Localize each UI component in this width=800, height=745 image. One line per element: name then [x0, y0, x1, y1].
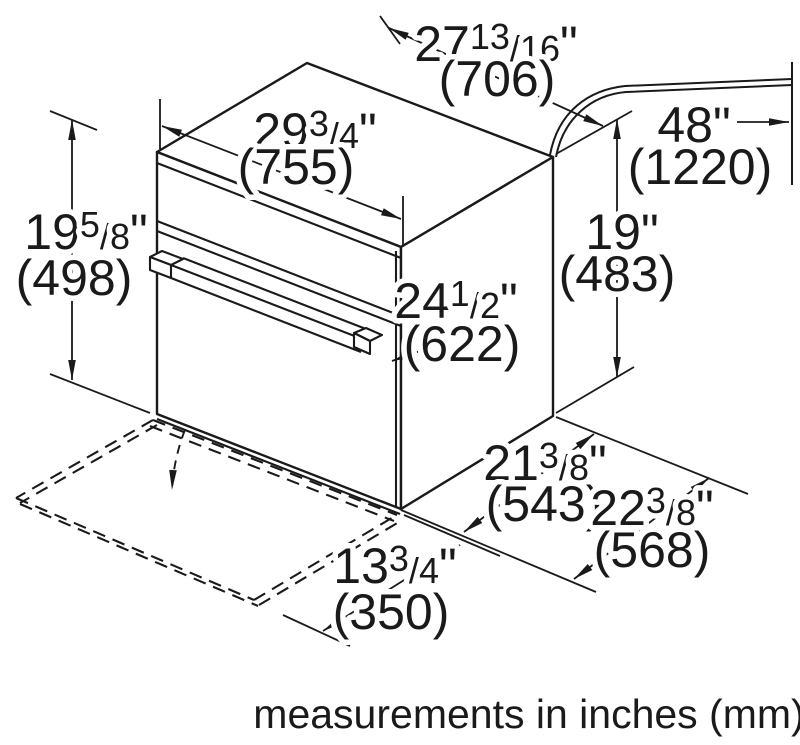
dim-label-bottom-depth-inches: 213/8": [483, 435, 606, 491]
dim-label-height-right-mm: (483): [559, 246, 676, 302]
door-handle-bar: [170, 264, 371, 343]
dim-label-handle-width-mm: (622): [404, 316, 521, 372]
dim-handle-width-leader: [391, 345, 435, 362]
door-top-edge-lower: [156, 230, 402, 327]
handle-bracket-right-front: [352, 331, 372, 356]
dim-label-total-depth-mm: (568): [594, 522, 711, 578]
dim-label-top-depth-mm: (706): [439, 51, 556, 107]
dim-label-height-right-inches: 19": [585, 204, 658, 260]
door-handle: [148, 249, 384, 356]
dim-label-width-inches: 293/4": [253, 103, 376, 159]
dim-label-height-left-mm: (498): [16, 250, 133, 306]
dim-total-depth: [573, 477, 710, 580]
dim-bottom-depth: [463, 433, 595, 533]
dim-label-top-depth-inches: 2713/16": [414, 16, 577, 72]
dim-door-projection: [322, 544, 461, 632]
dim-top-depth: [388, 27, 604, 127]
dim-label-cord-mm: (1220): [628, 139, 773, 195]
units-note: measurements in inches (mm): [253, 691, 800, 737]
dim-label-door-projection-mm: (350): [333, 584, 450, 640]
door-handle-bar: [182, 257, 367, 330]
door-bottom-edge: [156, 418, 401, 515]
oven-side-face: [399, 155, 555, 511]
dim-width: [161, 125, 402, 220]
dim-label-width-mm: (755): [238, 139, 355, 195]
door-top-edge-upper: [156, 220, 402, 317]
dim-label-height-left-inches: 195/8": [24, 204, 147, 260]
door-handle-bar: [170, 277, 362, 353]
door-open-outline: [15, 419, 400, 607]
door-swing-arrow: [169, 373, 217, 491]
dim-label-bottom-depth-mm: (543): [486, 476, 603, 532]
extension-lines: [49, 15, 749, 647]
dimension-lines: [68, 27, 789, 632]
